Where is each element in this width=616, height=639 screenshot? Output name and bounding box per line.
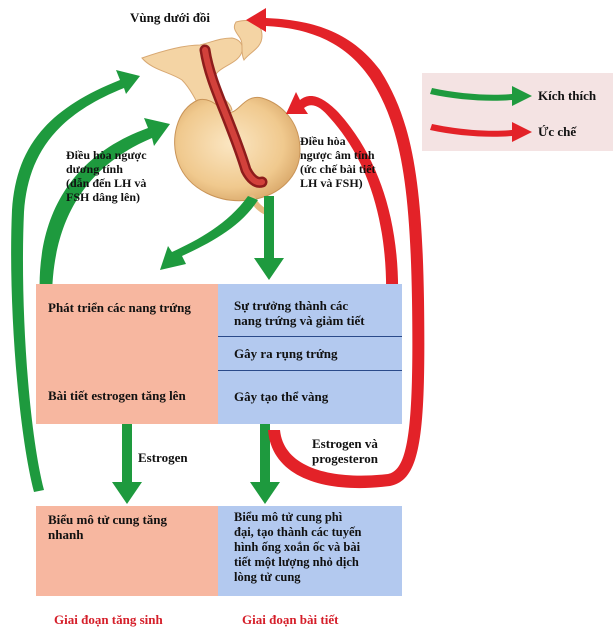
positive-feedback-inner-arrow: [39, 118, 170, 300]
follicle-maturation-text: Sự trưởng thành các nang trứng và giảm t…: [234, 298, 365, 328]
proliferative-endometrium-box: [36, 506, 218, 596]
estrogen-label: Estrogen: [138, 450, 188, 465]
divider-2: [218, 370, 402, 371]
estrogen-progesterone-label: Estrogen và progesteron: [312, 436, 378, 466]
proliferative-phase-label: Giai đoạn tăng sinh: [54, 612, 163, 627]
pituitary-illustration: [141, 20, 301, 215]
lh-fsh-left-arrow: [160, 196, 258, 270]
divider-1: [218, 336, 402, 337]
ovulation-text: Gây ra rụng trứng: [234, 346, 338, 361]
estrogen-down-arrow: [112, 424, 142, 504]
legend-stimulate-label: Kích thích: [538, 88, 597, 103]
negative-feedback-inner-arrow: [286, 92, 399, 300]
stimulate-arrows: [11, 70, 284, 504]
endometrium-proliferation-text: Biểu mô tử cung tăng nhanh: [48, 512, 168, 542]
lh-fsh-right-arrow: [254, 196, 284, 280]
follicle-development-text: Phát triển các nang trứng: [48, 300, 191, 315]
legend-inhibit-label: Ức chế: [538, 124, 577, 139]
secretory-endometrium-box: [218, 506, 402, 596]
estrogen-increase-text: Bài tiết estrogen tăng lên: [48, 388, 186, 403]
hypothalamus-label: Vùng dưới đồi: [130, 10, 211, 25]
estrogen-progesterone-down-arrow: [250, 424, 280, 504]
secretory-box: [218, 284, 402, 424]
negative-feedback-label: Điều hòa ngược âm tính (ức chế bài tiết …: [300, 134, 376, 190]
endometrium-secretory-text: Biểu mô tử cung phì đại, tạo thành các t…: [234, 510, 362, 584]
corpus-luteum-text: Gây tạo thể vàng: [234, 389, 329, 404]
proliferative-box: [36, 284, 218, 424]
inhibit-arrows: [246, 8, 425, 489]
positive-feedback-label: Điều hòa ngược dương tính (dẫn đến LH và…: [66, 148, 147, 204]
secretory-phase-label: Giai đoạn bài tiết: [242, 612, 339, 627]
